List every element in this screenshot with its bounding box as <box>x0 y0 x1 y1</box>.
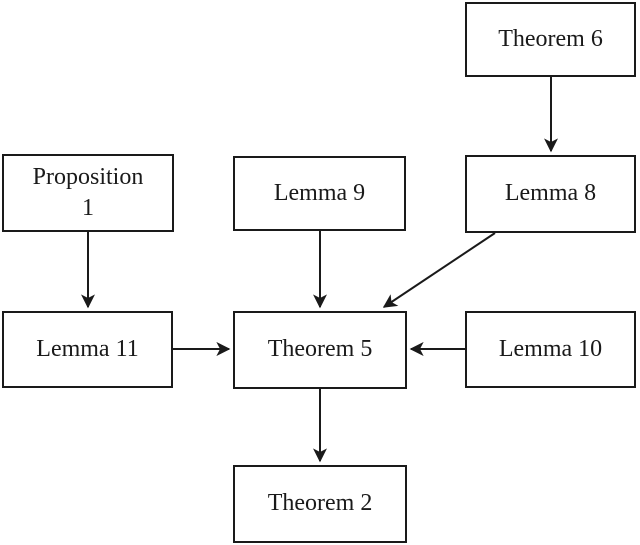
node-lemma-11: Lemma 11 <box>2 311 173 388</box>
node-lemma-10: Lemma 10 <box>465 311 636 388</box>
node-lemma-9-label: Lemma 9 <box>273 179 366 206</box>
node-theorem-6: Theorem 6 <box>465 2 636 77</box>
node-theorem-6-label: Theorem 6 <box>498 25 603 52</box>
edge-lemma8-theorem5 <box>382 232 496 308</box>
node-theorem-5: Theorem 5 <box>233 311 407 389</box>
node-lemma-11-label: Lemma 11 <box>36 335 139 362</box>
node-lemma-8: Lemma 8 <box>465 155 636 233</box>
node-theorem-2: Theorem 2 <box>233 465 407 543</box>
node-proposition-1-label: Proposition 1 <box>32 163 144 221</box>
node-lemma-8-label: Lemma 8 <box>504 180 597 207</box>
node-lemma-10-label: Lemma 10 <box>498 335 603 362</box>
node-theorem-5-label: Theorem 5 <box>267 336 373 363</box>
node-lemma-9: Lemma 9 <box>233 156 406 231</box>
node-theorem-2-label: Theorem 2 <box>267 490 373 517</box>
node-proposition-1: Proposition 1 <box>2 154 174 232</box>
